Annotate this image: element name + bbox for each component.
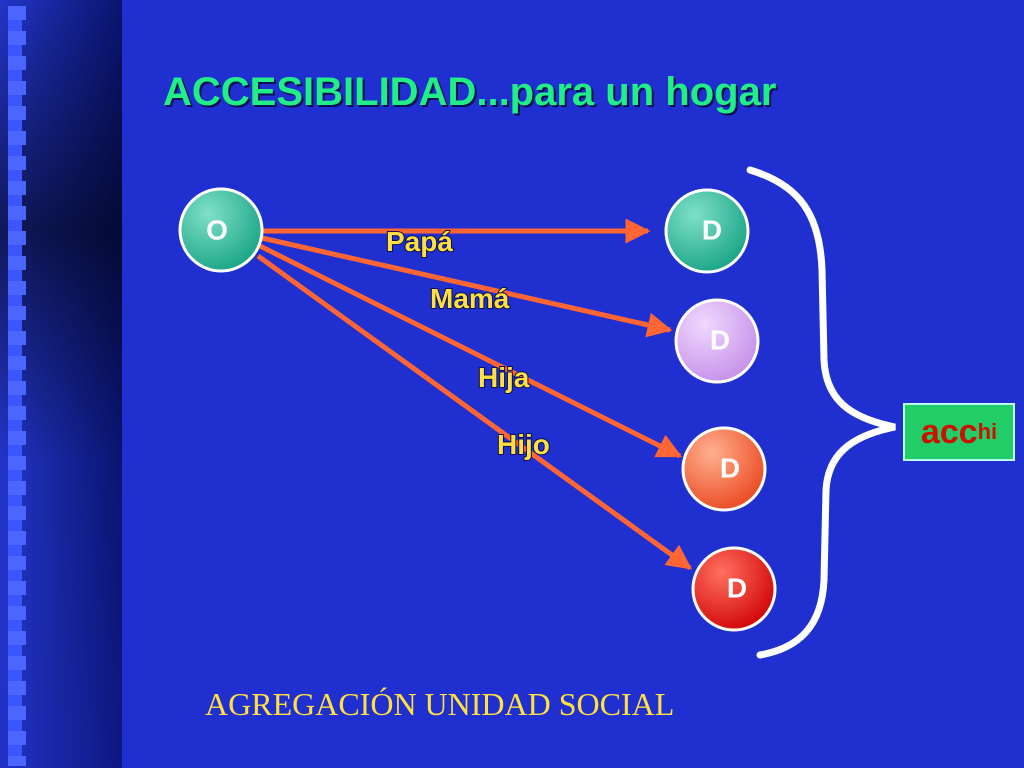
square-strip-decoration: [8, 6, 26, 766]
result-main-text: acc: [920, 412, 978, 451]
edge-label-papa: Papá: [386, 226, 453, 257]
destination-node-label: D: [727, 573, 747, 604]
origin-node: O: [178, 187, 264, 273]
destination-node-label: D: [702, 215, 722, 246]
destination-node-4: D: [691, 546, 777, 632]
origin-node-label: O: [206, 215, 228, 246]
edge-arrow-mama: [261, 235, 673, 338]
curly-brace: [746, 166, 896, 659]
destination-node-label: D: [710, 325, 730, 356]
sidebar-decoration: [0, 0, 122, 768]
slide-footer: AGREGACIÓN UNIDAD SOCIAL: [205, 686, 675, 722]
destination-node-1: D: [664, 188, 750, 274]
slide-title: ACCESIBILIDAD...para un hogar: [163, 70, 777, 114]
result-subscript-text: hi: [977, 419, 998, 444]
edge-label-mama: Mamá: [430, 283, 510, 314]
edge-arrow-hijo: [256, 253, 693, 571]
destination-node-3: D: [681, 426, 767, 512]
destination-node-2: D: [674, 298, 760, 384]
destination-node-label: D: [720, 453, 740, 484]
edge-label-hija: Hija: [478, 362, 530, 393]
edge-arrow-hija: [258, 243, 683, 459]
edge-label-hijo: Hijo: [497, 429, 550, 460]
